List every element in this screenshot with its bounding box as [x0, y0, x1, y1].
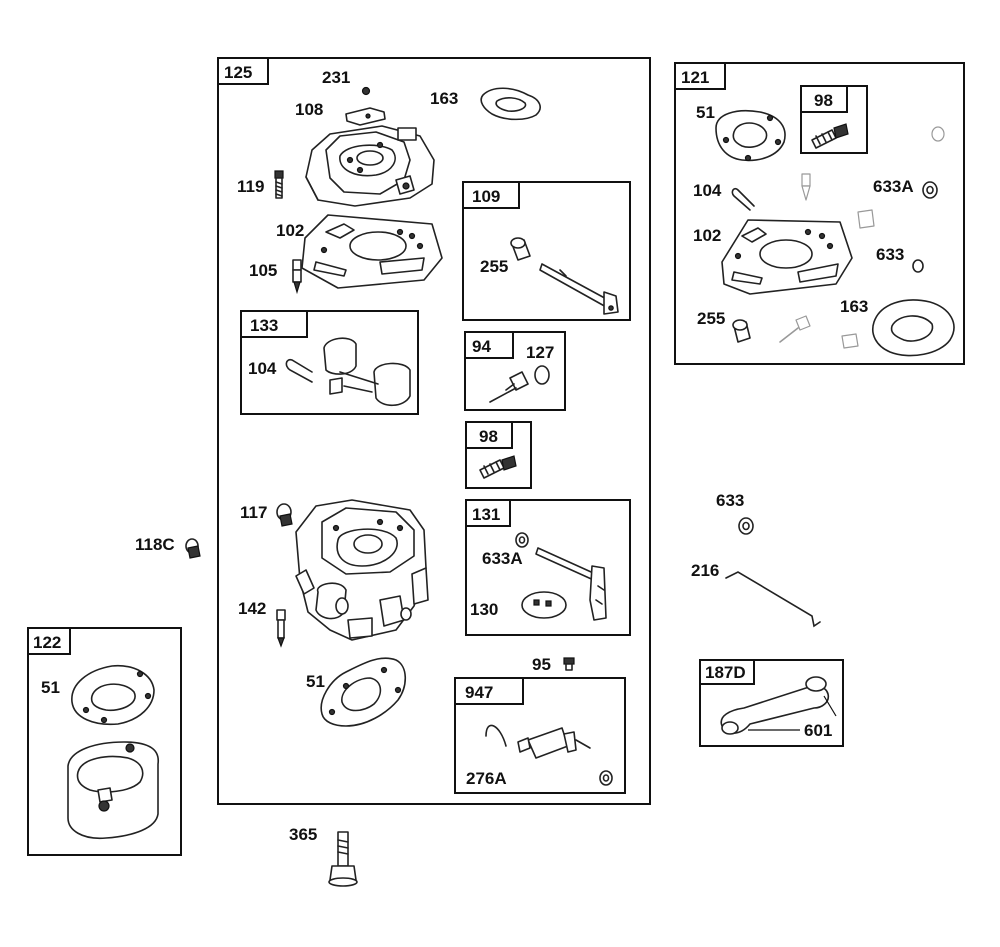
screw-spring-98-icon	[479, 455, 517, 479]
throttle-shaft-131-icon	[535, 547, 607, 621]
part-118c-label: 118C	[135, 535, 175, 554]
gasket-102-b-icon	[721, 219, 853, 295]
part-51-b-label: 51	[696, 103, 715, 122]
part-163-b-label: 163	[840, 297, 868, 316]
mixture-screw-faint-icon	[779, 315, 811, 343]
group-133: 133	[240, 310, 419, 415]
solenoid-icon	[485, 724, 613, 786]
gasket-163-b-icon	[872, 299, 955, 357]
washer-633a-b-icon	[922, 181, 938, 199]
throttle-shaft-109-icon	[539, 263, 619, 315]
part-108-label: 108	[295, 100, 323, 119]
gasket-102-icon	[301, 214, 443, 289]
washer-633-b-icon	[738, 517, 754, 535]
part-255-b-label: 255	[697, 309, 725, 328]
part-130-label: 130	[470, 600, 498, 619]
fitting-118c-icon	[185, 538, 201, 559]
part-119-label: 119	[237, 177, 264, 196]
part-102-b-label: 102	[693, 226, 721, 245]
group-98-lower-label: 98	[479, 427, 498, 446]
needle-valve-105-icon	[292, 259, 302, 295]
group-121-label: 121	[681, 68, 709, 87]
clip-faint-icon	[857, 209, 875, 229]
screw-spring-98-upper-icon	[811, 123, 849, 149]
group-947: 947	[454, 677, 626, 794]
group-131: 131	[465, 499, 631, 636]
group-109-label: 109	[472, 187, 500, 206]
part-276a-label: 276A	[466, 769, 507, 788]
group-133-label: 133	[250, 316, 278, 335]
group-94-label: 94	[472, 337, 491, 356]
float-pin-104-b-icon	[731, 187, 755, 211]
part-102-label: 102	[276, 221, 304, 240]
float-icon	[323, 337, 411, 407]
group-122-label: 122	[33, 633, 61, 652]
washer-faint-icon	[931, 126, 945, 142]
part-601-label: 601	[804, 721, 832, 740]
washer-633a-icon	[515, 532, 529, 548]
group-187d: 187D	[699, 659, 844, 747]
part-365-label: 365	[289, 825, 317, 844]
part-142-label: 142	[238, 599, 266, 618]
group-98-upper-label: 98	[814, 91, 833, 110]
gasket-108-icon	[345, 107, 386, 126]
part-127-label: 127	[526, 343, 554, 362]
group-187d-label: 187D	[705, 663, 746, 682]
part-231-label: 231	[322, 68, 350, 87]
part-104-label: 104	[248, 359, 277, 378]
group-947-label: 947	[465, 683, 493, 702]
part-51-c-label: 51	[41, 678, 60, 697]
group-98-lower: 98	[465, 421, 532, 489]
gasket-51-b-icon	[715, 110, 786, 162]
gasket-51-c-icon	[71, 665, 155, 726]
needle-142-icon	[276, 609, 286, 648]
part-633-label: 633	[876, 245, 904, 264]
gasket-51-icon	[320, 657, 407, 727]
group-94: 94	[464, 331, 566, 411]
fitting-117-icon	[276, 503, 293, 527]
bushing-255-icon	[510, 237, 531, 261]
fuel-line-601-icon	[720, 676, 837, 735]
spacer-block-icon	[67, 741, 159, 840]
screw-119-icon	[274, 170, 284, 199]
o-ring-127-icon	[534, 365, 550, 385]
washer-633-icon	[912, 259, 924, 273]
carburetor-top-icon	[305, 125, 435, 207]
part-51-label: 51	[306, 672, 325, 691]
group-122: 122	[27, 627, 182, 856]
part-216-label: 216	[691, 561, 719, 580]
part-104-b-label: 104	[693, 181, 722, 200]
link-rod-216-icon	[725, 571, 821, 628]
part-163-label: 163	[430, 89, 458, 108]
part-95-label: 95	[532, 655, 551, 674]
bolt-365-icon	[328, 831, 358, 887]
carburetor-body-icon	[295, 499, 429, 641]
group-125: 125	[217, 57, 651, 805]
gasket-163-icon	[480, 87, 541, 121]
group-98-upper: 98	[800, 85, 868, 154]
part-105-label: 105	[249, 261, 277, 280]
part-117-label: 117	[240, 503, 267, 522]
bushing-255-b-icon	[732, 319, 751, 343]
float-pin-104-icon	[285, 358, 313, 383]
group-121: 121	[674, 62, 965, 365]
screw-231-icon	[361, 86, 371, 96]
group-109: 109	[462, 181, 631, 321]
part-633-b-label: 633	[716, 491, 744, 510]
spring-faint-icon	[841, 333, 859, 349]
part-255-label: 255	[480, 257, 508, 276]
part-633a-label: 633A	[482, 549, 523, 568]
screw-95-icon	[563, 657, 575, 671]
group-125-label: 125	[224, 63, 252, 82]
group-131-label: 131	[472, 505, 500, 524]
mixture-screw-94-icon	[489, 371, 529, 403]
part-633a-b-label: 633A	[873, 177, 914, 196]
throttle-plate-130-icon	[521, 591, 567, 619]
needle-valve-faint-icon	[801, 173, 811, 201]
